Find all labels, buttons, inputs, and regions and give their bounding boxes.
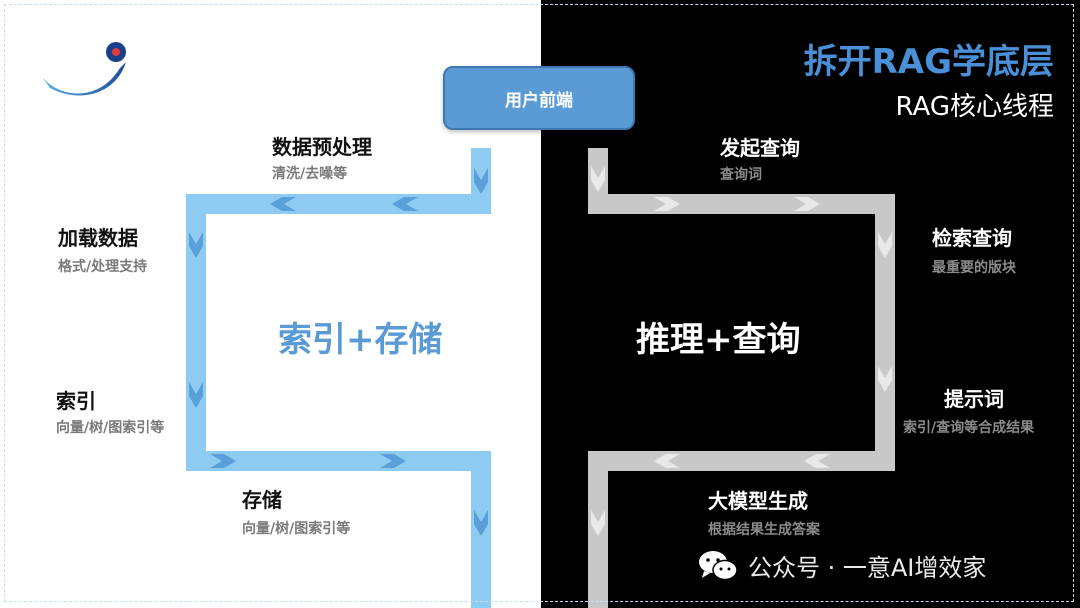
left-arrow-down (474, 510, 488, 536)
right-arrows (591, 166, 892, 536)
step-prompt-title: 提示词 (944, 387, 1004, 411)
step-index-title: 索引 (56, 389, 96, 413)
left-arrows (189, 168, 488, 536)
step-llm-title: 大模型生成 (708, 489, 808, 513)
step-retrieve-title: 检索查询 (932, 226, 1012, 250)
left-center-label: 索引+存储 (278, 320, 443, 360)
step-query-title: 发起查询 (720, 136, 800, 160)
left-arrow-down (189, 382, 203, 408)
step-query-desc: 查询词 (720, 167, 762, 183)
right-arrow-down (878, 232, 892, 258)
logo (40, 42, 126, 96)
left-pipe (186, 148, 491, 608)
right-arrow-left (654, 454, 680, 468)
page-subtitle: RAG核心线程 (895, 92, 1055, 122)
left-arrow-down (474, 168, 488, 194)
step-load-desc: 格式/处理支持 (58, 259, 148, 275)
right-pipe (588, 148, 895, 608)
step-prompt-desc: 索引/查询等合成结果 (903, 420, 1035, 436)
step-preprocess-desc: 清洗/去噪等 (272, 166, 348, 182)
left-arrow-left (270, 197, 296, 211)
page-title: 拆开RAG学底层 (803, 42, 1054, 82)
right-arrow-right (654, 197, 680, 211)
right-arrow-down (591, 510, 605, 536)
right-center-label: 推理+查询 (636, 320, 801, 360)
right-arrow-right (794, 197, 820, 211)
right-arrow-down (591, 166, 605, 192)
step-index-desc: 向量/树/图索引等 (56, 420, 165, 436)
left-arrow-right (210, 454, 236, 468)
right-arrow-left (804, 454, 830, 468)
right-arrow-down (878, 366, 892, 392)
left-arrow-down (189, 232, 203, 258)
step-llm-desc: 根据结果生成答案 (708, 522, 820, 538)
left-arrow-left (392, 197, 418, 211)
step-load-title: 加载数据 (58, 226, 138, 250)
step-store-title: 存储 (242, 488, 282, 512)
step-preprocess-title: 数据预处理 (272, 135, 372, 159)
watermark: 公众号 · 一意AI增效家 (698, 548, 986, 583)
step-store-desc: 向量/树/图索引等 (242, 521, 351, 537)
left-arrow-right (380, 454, 406, 468)
user-frontend-box: 用户前端 (443, 66, 635, 130)
watermark-text: 公众号 · 一意AI增效家 (748, 554, 987, 582)
step-retrieve-desc: 最重要的版块 (932, 260, 1016, 276)
wechat-icon (699, 550, 738, 580)
